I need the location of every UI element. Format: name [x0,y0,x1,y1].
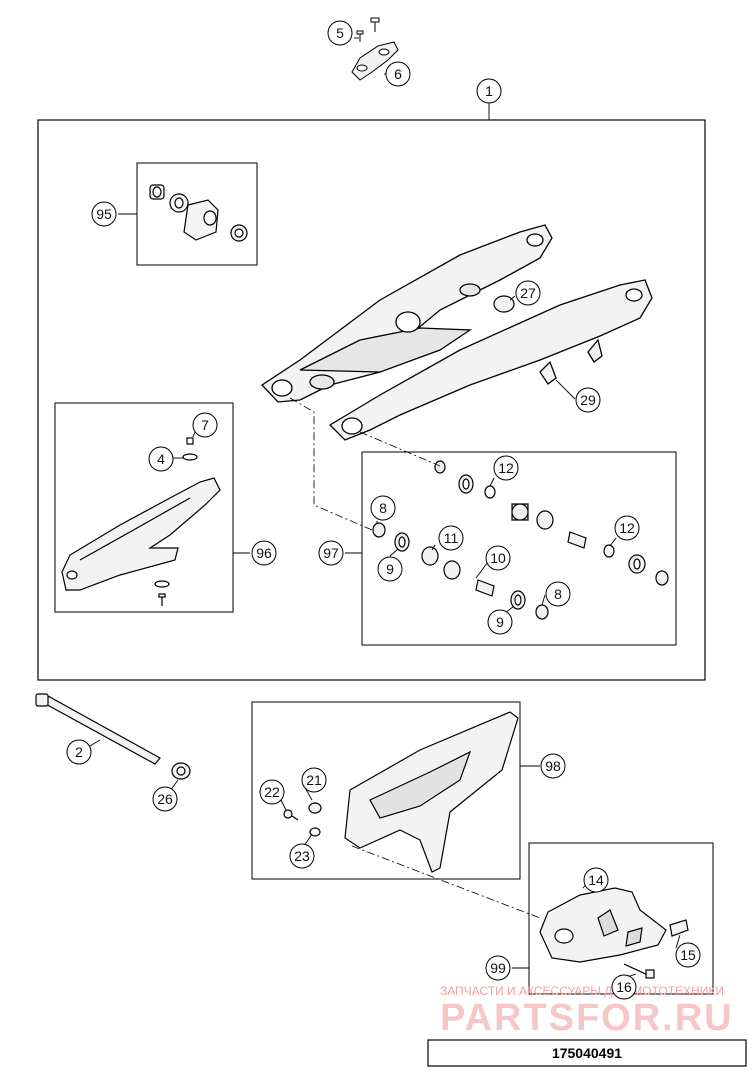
watermark-caption: ЗАПЧАСТИ И АКСЕССУАРЫ ДЛЯ МОТОТЕХНИКИ [440,984,724,998]
callouts: 1 5 6 95 27 29 7 4 96 97 12 8 12 11 10 9… [66,20,701,1000]
dashed-alignment-lines [289,397,541,919]
callout-9b: 9 [487,609,513,635]
ring-27-drawing [493,295,515,313]
callout-4: 4 [148,446,174,472]
kit-95-bearings-drawing [149,184,248,242]
svg-text:23: 23 [294,848,310,864]
callout-12b: 12 [614,515,640,541]
svg-text:9: 9 [496,614,504,630]
screw-and-clamp-drawing [351,17,399,81]
callout-96: 96 [251,540,277,566]
svg-text:97: 97 [323,545,339,561]
callout-27: 27 [515,280,541,306]
part-number: 175040491 [552,1045,622,1061]
callout-99: 99 [485,955,511,981]
callout-22: 22 [259,779,285,805]
callout-7: 7 [192,412,218,438]
callout-6: 6 [385,61,411,87]
watermark: ЗАПЧАСТИ И АКСЕССУАРЫ ДЛЯ МОТОТЕХНИКИ PA… [440,984,734,1039]
svg-text:7: 7 [201,417,209,433]
svg-text:2: 2 [75,744,83,760]
callout-10: 10 [485,545,511,571]
callout-11: 11 [438,525,464,551]
svg-text:8: 8 [379,500,387,516]
watermark-brand: PARTSFOR.RU [440,997,734,1039]
callout-2: 2 [66,739,92,765]
callout-8b: 8 [545,581,571,607]
axle-drawing [35,693,191,780]
footer-part-number-box: 175040491 [427,1039,747,1067]
callout-23: 23 [289,843,315,869]
svg-text:10: 10 [490,550,506,566]
svg-text:21: 21 [306,772,322,788]
svg-text:5: 5 [336,25,344,41]
svg-text:99: 99 [490,960,506,976]
swingarm-assembly-frame [37,119,706,681]
svg-text:6: 6 [394,66,402,82]
callout-21: 21 [301,767,327,793]
chain-slider-drawing [61,437,221,606]
svg-text:98: 98 [545,758,561,774]
svg-text:15: 15 [680,947,696,963]
swingarm-drawing [260,224,653,441]
svg-text:96: 96 [256,545,272,561]
kit-96-frame [54,402,234,613]
callout-97: 97 [318,540,344,566]
callout-1: 1 [476,78,502,104]
callout-16: 16 [611,974,637,1000]
chain-guide-bracket-drawing [539,887,689,979]
svg-text:95: 95 [96,206,112,222]
svg-text:22: 22 [264,784,280,800]
svg-text:14: 14 [588,872,604,888]
svg-text:4: 4 [157,451,165,467]
svg-text:9: 9 [386,561,394,577]
callout-95: 95 [91,201,117,227]
callout-5: 5 [327,20,353,46]
callout-14: 14 [583,867,609,893]
svg-text:29: 29 [580,392,596,408]
callout-98: 98 [540,753,566,779]
svg-text:27: 27 [520,285,536,301]
svg-text:16: 16 [616,979,632,995]
svg-text:12: 12 [619,520,635,536]
kit-98-frame [251,701,521,880]
kit-97-frame [361,451,677,646]
svg-text:11: 11 [444,530,459,546]
svg-text:8: 8 [554,586,562,602]
callout-8a: 8 [370,495,396,521]
chain-guide-drawing [283,711,519,873]
svg-text:26: 26 [157,791,173,807]
callout-26: 26 [152,786,178,812]
callout-9a: 9 [377,556,403,582]
callout-12a: 12 [493,455,519,481]
callout-15: 15 [675,942,701,968]
svg-text:12: 12 [498,460,514,476]
callout-29: 29 [575,387,601,413]
svg-text:1: 1 [485,83,493,99]
kit-97-bearings-drawing [372,460,669,620]
